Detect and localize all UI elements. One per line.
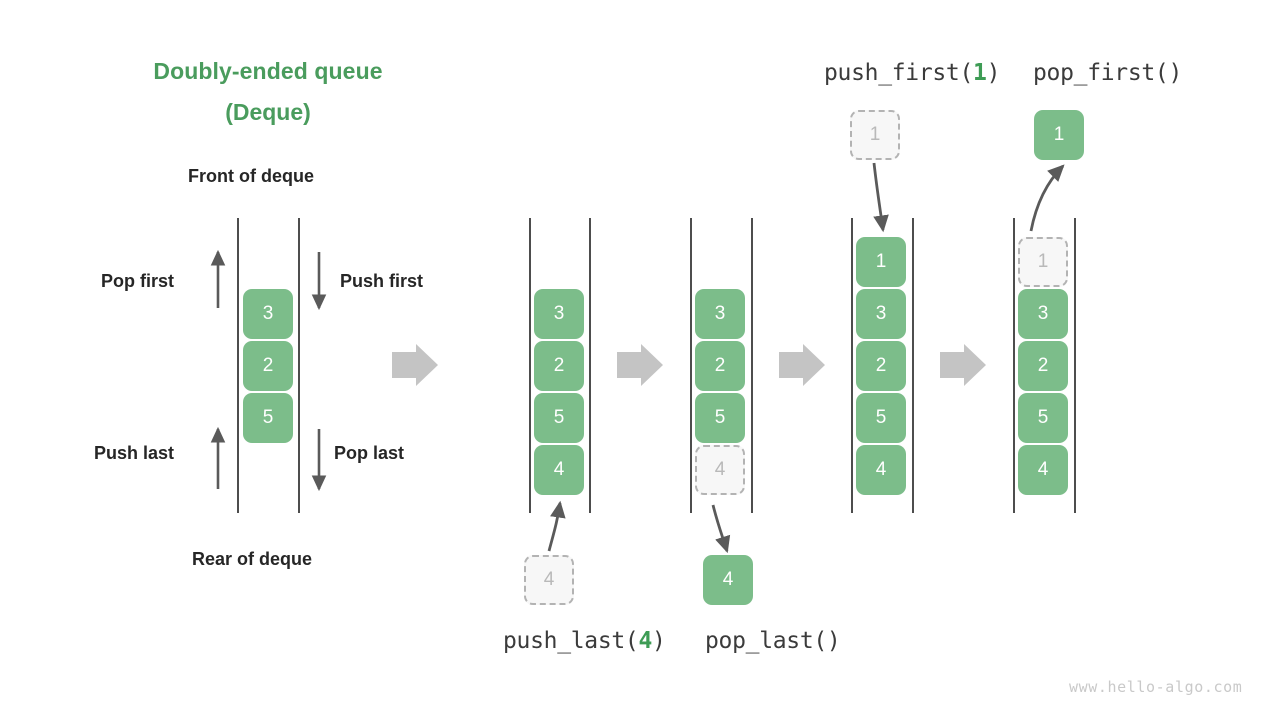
op-push-first-suffix: ): [986, 60, 1001, 86]
motion-arrow-push-last: [547, 500, 566, 552]
op-push-last-arg: 4: [638, 628, 653, 654]
rail-left-panel-5: [1013, 218, 1015, 513]
rail-right-panel-2: [589, 218, 591, 513]
flow-arrow-1: [392, 344, 438, 386]
op-push-last-suffix: ): [652, 628, 666, 654]
node-panel-1-1: 2: [243, 341, 293, 391]
node-panel-5-0-ghost: 1: [1018, 237, 1068, 287]
legend-pop-first: Pop first: [101, 271, 175, 291]
node-panel-2-1: 2: [534, 341, 584, 391]
node-panel-2-2: 5: [534, 393, 584, 443]
rail-left-panel-4: [851, 218, 853, 513]
node-panel-5-1: 3: [1018, 289, 1068, 339]
op-push-first-caption: push_first(1): [824, 60, 1000, 86]
node-panel-1-0: 3: [243, 289, 293, 339]
node-panel-4-4: 4: [856, 445, 906, 495]
flow-arrow-2: [617, 344, 663, 386]
motion-arrow-pop-last: [711, 504, 731, 554]
page-title: Doubly-ended queue: [153, 58, 383, 84]
op-push-last-prefix: push_last(: [503, 628, 639, 654]
op-pop-last-caption: pop_last(): [705, 628, 841, 654]
node-panel-4-1: 3: [856, 289, 906, 339]
node-panel-4-0: 1: [856, 237, 906, 287]
flow-arrow-4: [940, 344, 986, 386]
node-panel-3-outgoing: 4: [703, 555, 753, 605]
legend-pop-last: Pop last: [334, 443, 405, 463]
op-pop-last-text: pop_last(): [705, 628, 841, 654]
legend-push-last: Push last: [94, 443, 175, 463]
node-panel-3-2: 5: [695, 393, 745, 443]
node-panel-2-0: 3: [534, 289, 584, 339]
op-pop-first-caption: pop_first(): [1033, 60, 1182, 86]
watermark: www.hello-algo.com: [1069, 678, 1243, 696]
node-panel-4-incoming: 1: [850, 110, 900, 160]
node-panel-2-incoming: 4: [524, 555, 574, 605]
node-panel-3-1: 2: [695, 341, 745, 391]
node-panel-4-2: 2: [856, 341, 906, 391]
motion-arrow-pop-first: [1029, 164, 1065, 232]
rail-right-panel-3: [751, 218, 753, 513]
node-panel-3-0: 3: [695, 289, 745, 339]
node-panel-4-3: 5: [856, 393, 906, 443]
page-subtitle: (Deque): [225, 99, 311, 125]
node-panel-5-2: 2: [1018, 341, 1068, 391]
motion-arrow-push-first: [872, 162, 889, 233]
op-pop-first-text: pop_first(): [1033, 60, 1183, 86]
rail-right-panel-4: [912, 218, 914, 513]
rear-of-deque-label: Rear of deque: [192, 549, 313, 569]
node-panel-5-4: 4: [1018, 445, 1068, 495]
op-push-first-arg: 1: [973, 60, 987, 86]
rail-left-panel-3: [690, 218, 692, 513]
flow-arrow-3: [779, 344, 825, 386]
front-of-deque-label: Front of deque: [188, 166, 314, 186]
node-panel-5-3: 5: [1018, 393, 1068, 443]
rail-right-panel-1: [298, 218, 300, 513]
op-push-last-caption: push_last(4): [503, 628, 666, 654]
rail-left-panel-1: [237, 218, 239, 513]
rail-left-panel-2: [529, 218, 531, 513]
node-panel-1-2: 5: [243, 393, 293, 443]
node-panel-5-outgoing: 1: [1034, 110, 1084, 160]
legend-push-first: Push first: [340, 271, 424, 291]
node-panel-3-3-ghost: 4: [695, 445, 745, 495]
op-push-first-prefix: push_first(: [824, 60, 974, 86]
rail-right-panel-5: [1074, 218, 1076, 513]
node-panel-2-3: 4: [534, 445, 584, 495]
